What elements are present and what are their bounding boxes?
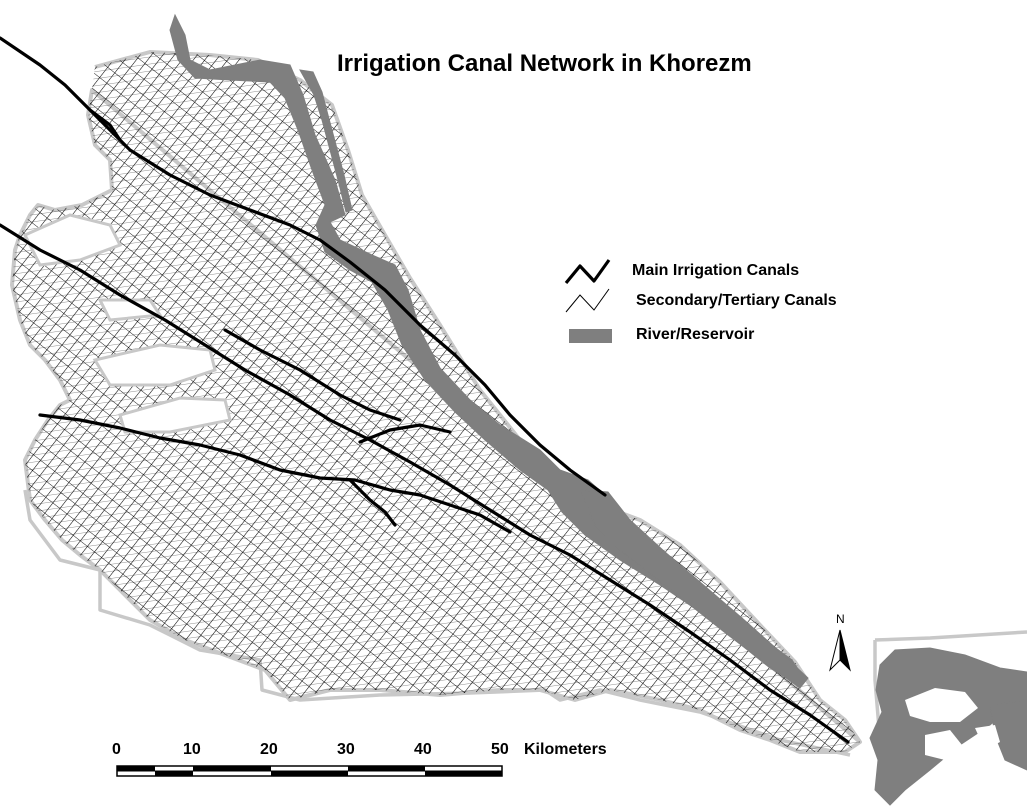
- legend-river-label: River/Reservoir: [636, 326, 755, 343]
- scale-tick-10: 10: [183, 741, 201, 758]
- scale-tick-0: 0: [112, 741, 121, 758]
- scale-unit: Kilometers: [524, 741, 607, 758]
- scale-tick-30: 30: [337, 741, 355, 758]
- river-islands: [905, 688, 1000, 760]
- legend-secondary-canal-symbol: [565, 288, 610, 313]
- scale-tick-50: 50: [491, 741, 509, 758]
- legend-main-canal-symbol: [564, 259, 611, 285]
- scale-tick-20: 20: [260, 741, 278, 758]
- scale-tick-40: 40: [414, 741, 432, 758]
- uncultivated-gaps: [22, 213, 232, 434]
- scale-bar: [116, 765, 503, 777]
- map-title: Irrigation Canal Network in Khorezm: [337, 50, 752, 77]
- main-canals: [0, 36, 850, 744]
- river-reservoir: [169, 13, 1027, 806]
- legend-river-symbol: [569, 329, 612, 343]
- north-label: N: [836, 612, 845, 626]
- legend-secondary-canal-label: Secondary/Tertiary Canals: [636, 292, 837, 309]
- legend-main-canal-label: Main Irrigation Canals: [632, 262, 800, 279]
- legend: [564, 259, 612, 343]
- north-arrow: [829, 629, 851, 672]
